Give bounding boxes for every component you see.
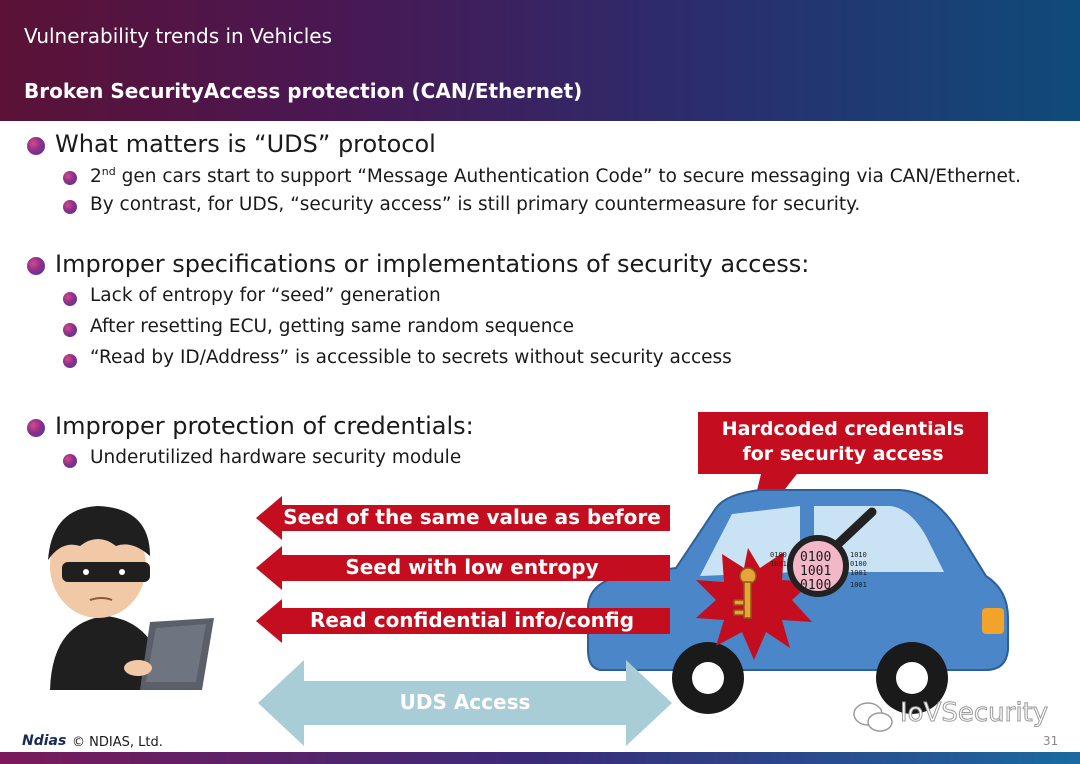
bullet-icon [27,137,45,155]
ordinal-number: 2 [90,166,102,188]
bullet-heading-credentials: Improper protection of credentials: [55,412,474,440]
sub-bullet-mac: 2nd gen cars start to support “Message A… [90,165,1021,187]
uds-access-arrow-shape [258,660,672,746]
hacker-illustration [48,506,214,690]
sub-bullet-icon [63,323,77,337]
sub-bullet-hsm: Underutilized hardware security module [90,447,462,468]
key-icon [733,567,757,619]
slide-header: Vulnerability trends in Vehicles Broken … [0,0,1080,121]
ordinal-suffix: nd [101,165,116,178]
slide-title: Broken SecurityAccess protection (CAN/Et… [24,79,583,103]
bottom-accent-bar [0,752,1080,764]
ndias-logo: Ndias [22,733,67,749]
sub-bullet-entropy: Lack of entropy for “seed” generation [90,285,441,306]
sub-bullet-read-by-id: “Read by ID/Address” is accessible to se… [90,347,732,368]
burst-icon [696,548,812,660]
header-subtitle: Vulnerability trends in Vehicles [24,24,333,48]
watermark-text: IoVSecurity [899,698,1049,729]
page-number: 31 [1043,734,1059,748]
arrow-low-entropy-label: Seed with low entropy [345,555,599,579]
magnified-binary-3: 0100 [800,578,831,593]
sub-bullet-icon [63,171,77,185]
sub-bullet-icon [63,354,77,368]
binary-line-3: 1010 [850,551,867,559]
arrow-low-entropy-shape [256,546,670,590]
bullet-icon [27,419,45,437]
binary-line-6: 1001 [850,581,867,589]
magnifier-icon: 0100 1001 0100 [787,507,877,597]
callout-line-2: for security access [742,443,944,465]
magnified-binary-1: 0100 [800,550,831,565]
bullet-icon [27,257,45,275]
sub-bullet-reset-ecu: After resetting ECU, getting same random… [90,316,574,337]
copyright-text: © NDIAS, Ltd. [72,735,163,750]
sub-bullet-mac-text: gen cars start to support “Message Authe… [115,166,1021,188]
binary-line-2: 1001 [770,560,787,568]
binary-line-5: 1001 [850,569,867,577]
arrow-seed-same-label: Seed of the same value as before [283,505,661,529]
binary-line-1: 0100 [770,551,787,559]
binary-text: 0100 1001 1010 0100 1001 1001 [770,551,867,589]
wechat-icon [853,702,893,732]
binary-line-4: 0100 [850,560,867,568]
bullet-heading-uds: What matters is “UDS” protocol [55,130,436,158]
bullet-heading-improper-spec: Improper specifications or implementatio… [55,250,810,278]
uds-access-label: UDS Access [399,690,531,714]
sub-bullet-security-access: By contrast, for UDS, “security access” … [90,194,861,215]
arrow-read-config-shape [256,599,670,643]
hardcoded-credentials-callout: Hardcoded credentials for security acces… [698,412,988,474]
sub-bullet-icon [63,292,77,306]
sub-bullet-icon [63,454,77,468]
magnified-binary-2: 1001 [800,564,831,579]
arrow-seed-same-shape [256,496,670,540]
sub-bullet-icon [63,200,77,214]
callout-line-1: Hardcoded credentials [721,418,965,440]
arrow-read-config-label: Read confidential info/config [309,608,635,632]
